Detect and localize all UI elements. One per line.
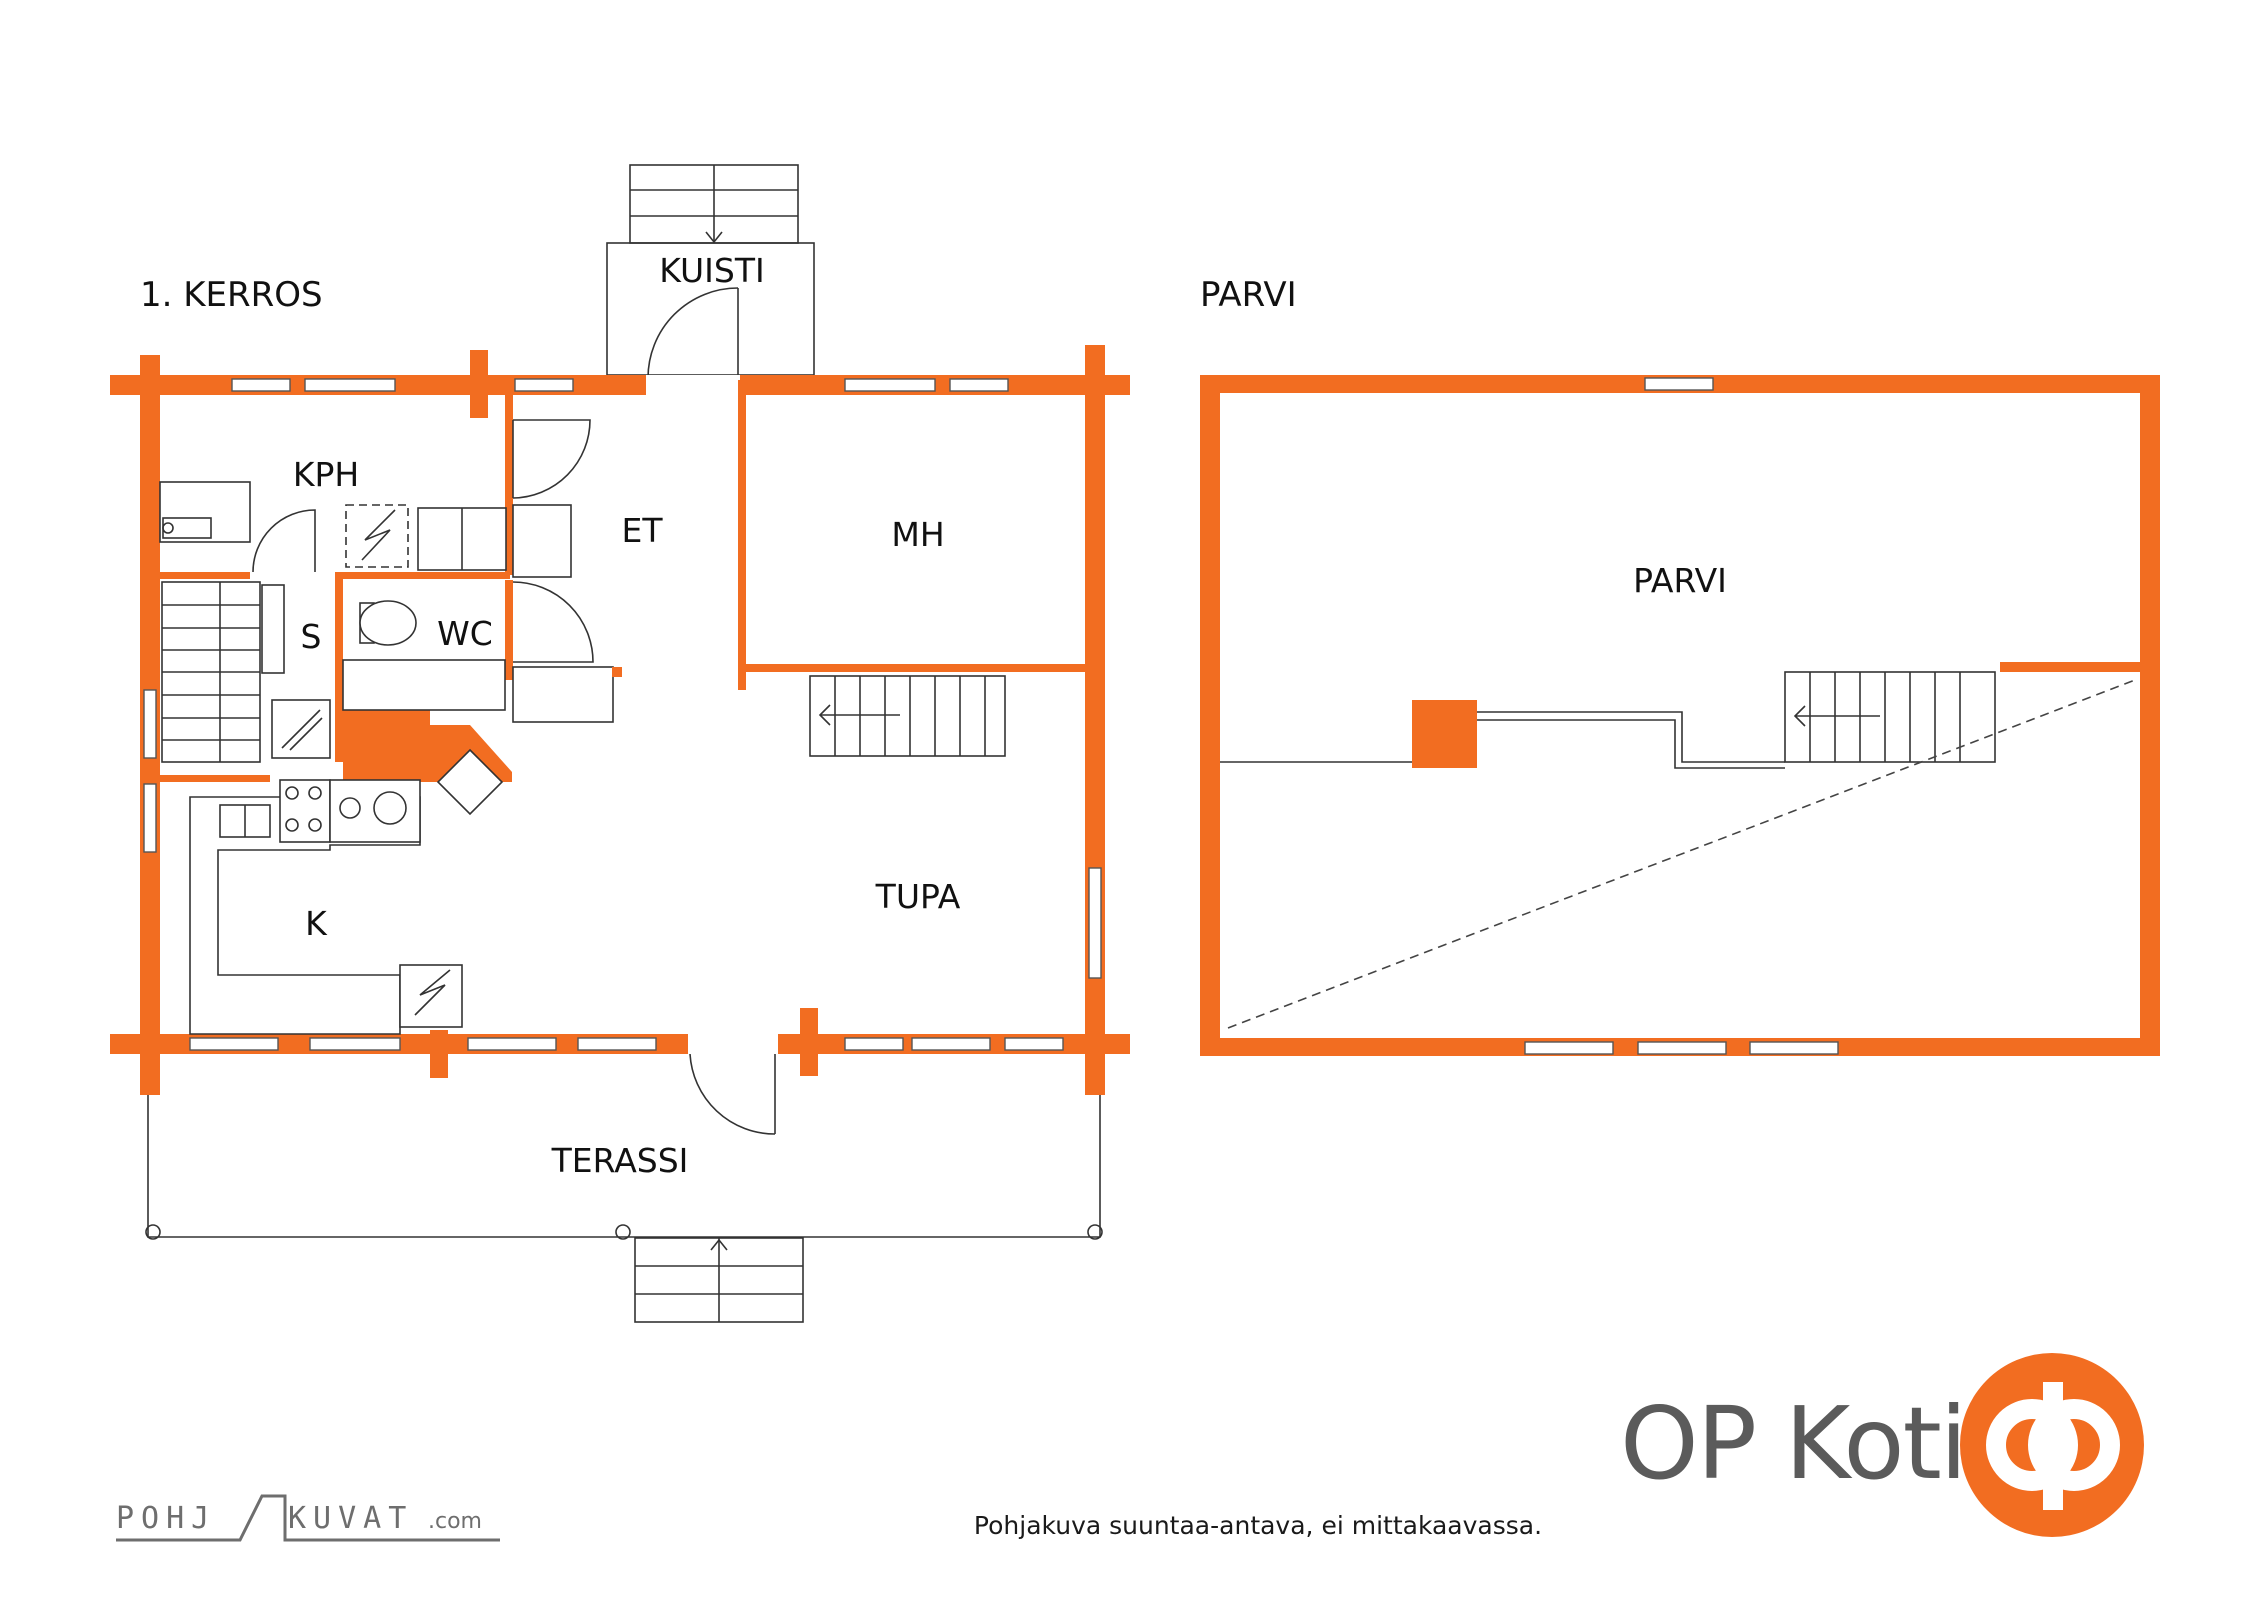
brand-name: OP Koti: [1620, 1385, 1966, 1502]
floor1-title: 1. KERROS: [140, 275, 323, 315]
watermark-suffix-text: .com: [428, 1509, 482, 1534]
wc-fixtures: [342, 600, 506, 711]
room-label-s: S: [301, 617, 322, 656]
op-logo-icon: [1960, 1353, 2144, 1537]
et-fixtures: [512, 419, 622, 723]
room-label-mh: MH: [891, 515, 944, 554]
room-label-parvi: PARVI: [1633, 561, 1727, 600]
disclaimer-text: Pohjakuva suuntaa-antava, ei mittakaavas…: [974, 1511, 1542, 1540]
room-label-terassi: TERASSI: [551, 1141, 689, 1180]
terassi: [145, 1095, 1103, 1323]
room-label-tupa: TUPA: [875, 877, 961, 916]
room-label-wc: WC: [437, 614, 493, 653]
sauna-fixtures: [161, 581, 331, 763]
room-label-k: K: [305, 904, 328, 943]
op-koti-brand: OP Koti: [1620, 1353, 2144, 1537]
loft-plan: PARVI PARVI: [1200, 275, 2160, 1056]
watermark-pohjakuvat: POHJ KUVAT .com: [116, 1494, 500, 1542]
room-label-kph: KPH: [293, 455, 359, 494]
windows-floor1: [143, 375, 1102, 1135]
loft-title: PARVI: [1200, 275, 1297, 315]
room-label-kuisti: KUISTI: [659, 251, 764, 290]
kitchen-fixtures: [189, 748, 504, 1035]
watermark-left-text: POHJ: [116, 1501, 216, 1536]
room-label-et: ET: [621, 511, 663, 550]
stairs-floor1: [809, 675, 1006, 757]
kph-fixtures: [159, 481, 507, 573]
floor-1-plan: 1. KERROS KUISTI KPH ET MH S WC K TUPA T…: [110, 164, 1130, 1323]
watermark-right-text: KUVAT: [288, 1501, 413, 1536]
